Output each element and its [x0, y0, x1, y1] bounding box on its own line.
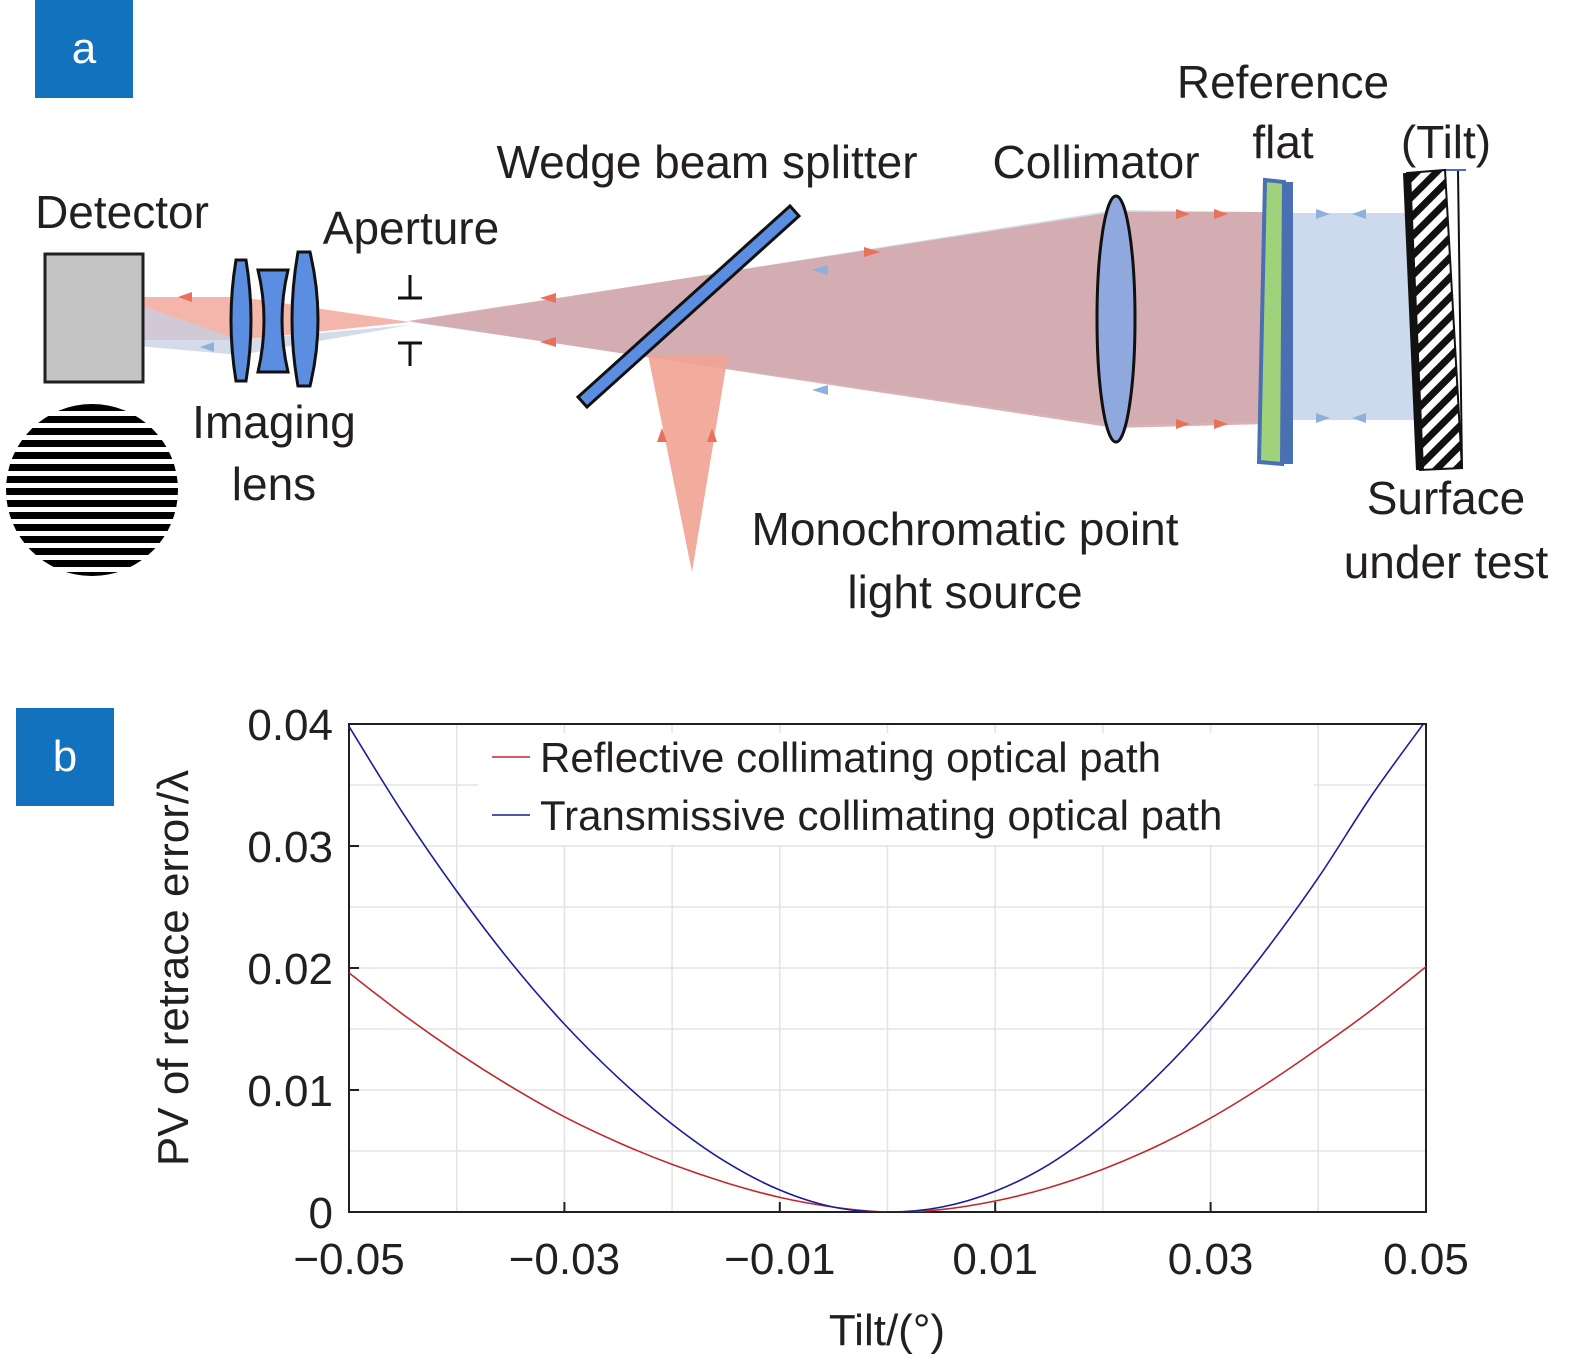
label-surface-line1: Surface: [1367, 472, 1526, 524]
panel-b-tag: b: [16, 708, 114, 806]
aperture-stop: [398, 275, 422, 366]
axis-ticks: −0.05 −0.03 −0.01 0.01 0.03 0.05 0 0.01 0.02 0.03…: [247, 701, 1468, 1284]
x-tick-label: 0.01: [952, 1235, 1038, 1284]
label-light-source-line1: Monochromatic point: [752, 503, 1179, 555]
retrace-error-chart: −0.05 −0.03 −0.01 0.01 0.03 0.05 0 0.01 0.02 0.03…: [149, 701, 1469, 1355]
optical-setup-diagram: Detector Imaging lens Aperture Wedge bea…: [6, 56, 1549, 618]
y-tick-label: 0.04: [247, 701, 333, 750]
label-imaging-lens-line2: lens: [232, 458, 316, 510]
label-surface-line2: under test: [1344, 536, 1549, 588]
x-tick-label: −0.03: [509, 1235, 620, 1284]
surface-tilt-line: [1457, 169, 1463, 469]
series-line-reflective: [349, 966, 1426, 1212]
label-wedge-beam-splitter: Wedge beam splitter: [496, 136, 917, 188]
legend-box: [478, 733, 1314, 845]
x-tick-label: 0.05: [1383, 1235, 1469, 1284]
y-tick-label: 0.03: [247, 823, 333, 872]
legend-label: Transmissive collimating optical path: [540, 792, 1222, 839]
series-line-transmissive: [349, 724, 1425, 1212]
label-tilt: (Tilt): [1401, 116, 1491, 168]
collimator-lens: [1095, 194, 1137, 444]
imaging-lens-element-2: [256, 268, 290, 374]
x-axis-title: Tilt/(°): [829, 1306, 945, 1355]
x-tick-label: −0.01: [724, 1235, 835, 1284]
label-collimator: Collimator: [992, 136, 1199, 188]
y-tick-label: 0: [309, 1189, 333, 1238]
label-reference-flat-line2: flat: [1252, 116, 1314, 168]
interference-fringes: [6, 404, 178, 576]
y-tick-label: 0.01: [247, 1067, 333, 1116]
y-tick-label: 0.02: [247, 945, 333, 994]
legend-label: Reflective collimating optical path: [540, 734, 1161, 781]
wedge-beam-splitter: [575, 203, 802, 410]
reference-flat: [1256, 177, 1287, 467]
label-light-source-line2: light source: [847, 566, 1082, 618]
surface-edge: [1403, 172, 1424, 471]
imaging-lens-group: [229, 250, 320, 388]
test-beam-collimated: [1262, 213, 1420, 420]
label-detector: Detector: [35, 186, 209, 238]
chart-series-lines: [349, 724, 1426, 1212]
reflective-beam-cone: [408, 212, 1268, 428]
chart-legend: Reflective collimating optical pathTrans…: [478, 733, 1314, 845]
x-tick-label: 0.03: [1168, 1235, 1254, 1284]
label-aperture: Aperture: [323, 202, 499, 254]
imaging-lens-element-3: [290, 250, 320, 388]
x-tick-label: −0.05: [293, 1235, 404, 1284]
beam-arrows: [178, 209, 1228, 442]
y-axis-title: PV of retrace error/λ: [149, 770, 198, 1166]
label-reference-flat-line1: Reference: [1177, 56, 1389, 108]
label-imaging-lens-line1: Imaging: [192, 396, 356, 448]
detector-box: [43, 252, 145, 384]
imaging-lens-element-1: [229, 258, 253, 383]
beam-to-detector-blue: [125, 300, 410, 355]
beam-arrows-blue: [200, 209, 1366, 423]
panel-a-tag: a: [35, 0, 133, 98]
source-beam: [648, 355, 728, 572]
